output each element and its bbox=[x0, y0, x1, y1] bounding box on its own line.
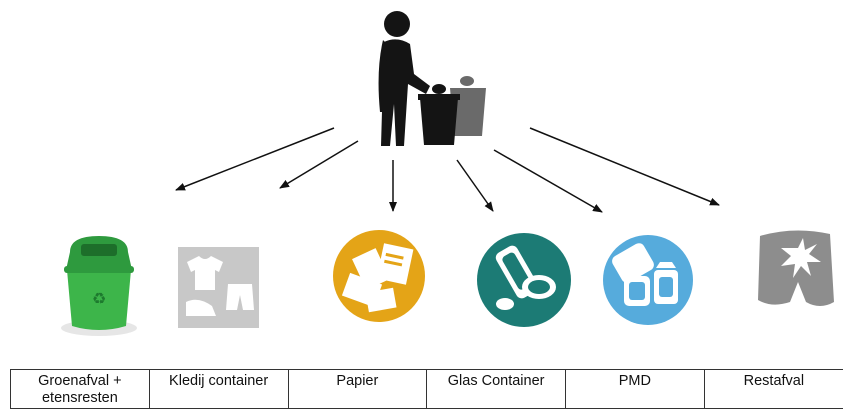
svg-text:♻: ♻ bbox=[92, 289, 106, 308]
table-row: Groenafval + etensresten Kledij containe… bbox=[11, 370, 843, 409]
label-pmd: PMD bbox=[566, 370, 705, 409]
arrow-to-pmd bbox=[494, 150, 602, 212]
label-groenafval: Groenafval + etensresten bbox=[11, 370, 150, 409]
residual-waste-icon bbox=[758, 230, 834, 306]
category-labels-table: Groenafval + etensresten Kledij containe… bbox=[10, 369, 843, 409]
label-papier: Papier bbox=[288, 370, 427, 409]
clothing-icon bbox=[178, 247, 259, 328]
label-kledij-container: Kledij container bbox=[149, 370, 288, 409]
glass-icon bbox=[477, 233, 571, 327]
pmd-icon bbox=[603, 235, 693, 325]
person-throwing-trash-icon bbox=[379, 11, 486, 146]
label-restafval: Restafval bbox=[704, 370, 843, 409]
arrow-to-residual bbox=[530, 128, 719, 205]
label-glas-container: Glas Container bbox=[427, 370, 566, 409]
paper-icon bbox=[333, 230, 425, 322]
arrow-to-green-waste bbox=[176, 128, 334, 190]
arrow-to-clothing bbox=[280, 141, 358, 188]
arrow-to-glass bbox=[457, 160, 493, 211]
green-bin-icon: ♻ bbox=[61, 236, 137, 336]
